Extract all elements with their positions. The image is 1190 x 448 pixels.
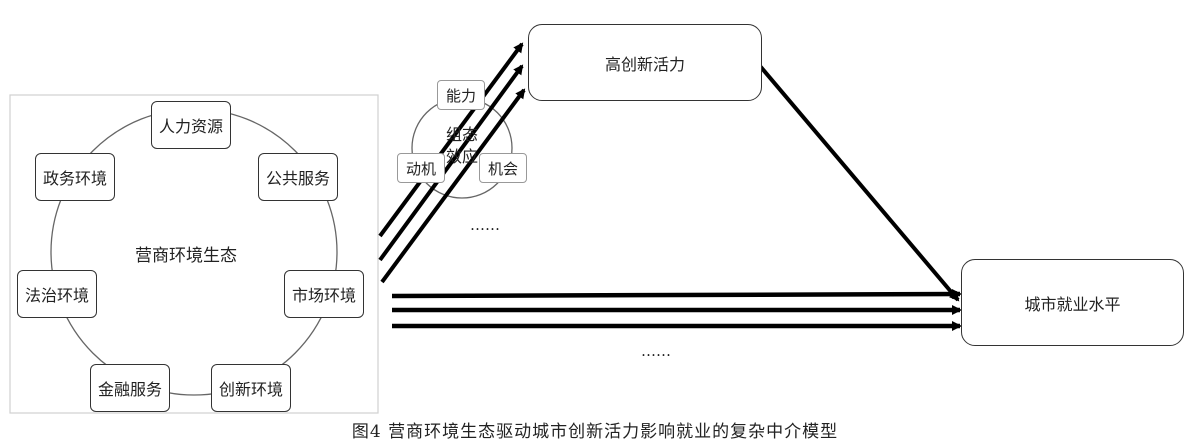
factor-rule-of-law: 法治环境 [17,270,97,318]
ecosystem-center-label: 营商环境生态 [135,246,237,266]
outcome-urban-employment: 城市就业水平 [961,259,1184,346]
config-ellipsis: …… [470,216,500,234]
factor-human-resources: 人力资源 [151,101,231,149]
arrow-direct-1 [391,289,962,300]
ecosystem-frame [9,94,379,414]
mediator-high-innovation: 高创新活力 [528,24,762,101]
factor-government-affairs: 政务环境 [35,153,115,201]
factor-financial-services: 金融服务 [90,364,170,412]
factor-public-services: 公共服务 [258,153,338,201]
factor-market-environment: 市场环境 [284,270,364,318]
mechanism-ability: 能力 [437,80,485,110]
arrow-to-innovation-1 [378,42,524,238]
config-effect-label-1: 组态 [446,125,479,144]
mechanism-opportunity: 机会 [479,153,527,183]
factor-innovation-environment: 创新环境 [211,364,291,412]
direct-ellipsis: …… [641,342,671,360]
arrow-to-innovation-3 [380,88,526,284]
arrow-innovation-to-employment [758,64,960,302]
config-effect-label-2: 效应 [446,147,479,166]
figure-caption: 图4 营商环境生态驱动城市创新活力影响就业的复杂中介模型 [351,422,839,442]
mechanism-motivation: 动机 [397,153,445,183]
arrow-to-innovation-2 [378,64,524,262]
